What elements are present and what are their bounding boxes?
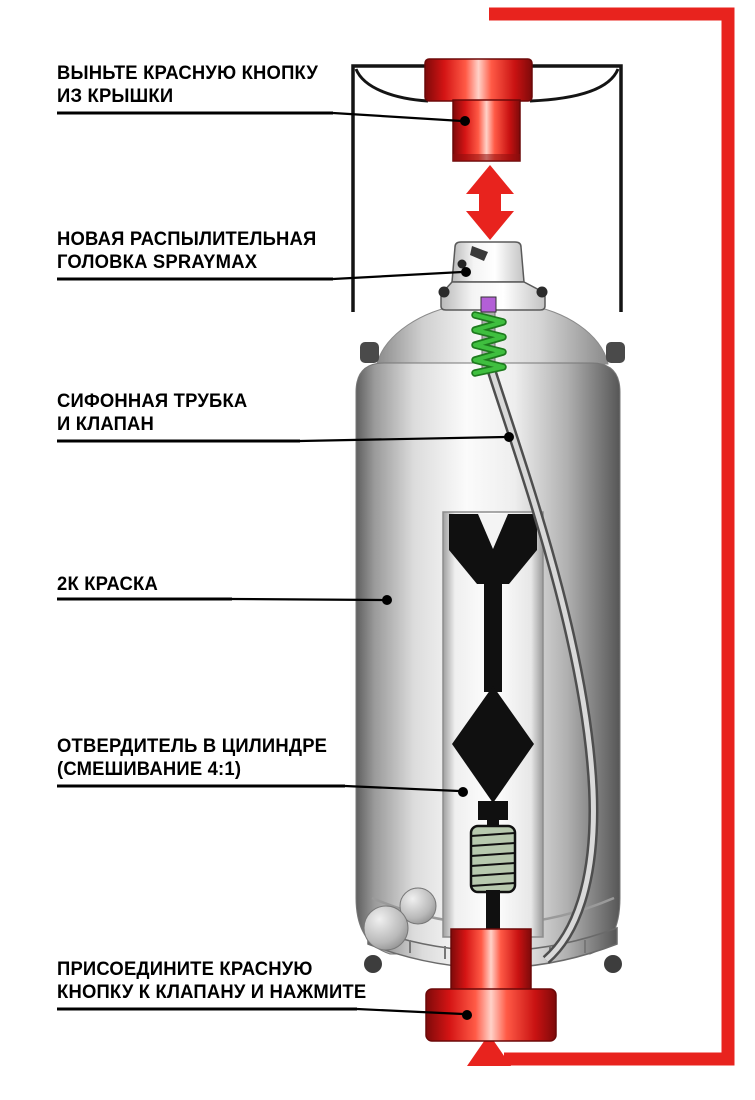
label-line: ГОЛОВКА SPRAYMAX: [57, 252, 258, 273]
plunger-spring: [469, 824, 517, 894]
leader-hardener: [57, 784, 468, 797]
nozzle-hole: [457, 259, 467, 269]
valve-seal: [480, 296, 497, 313]
label-line: И КЛАПАН: [57, 414, 155, 435]
label-line: (СМЕШИВАНИЕ 4:1): [57, 759, 242, 780]
double-vertical-arrow-icon: [466, 165, 514, 240]
label-line: ВЫНЬТЕ КРАСНУЮ КНОПКУ: [57, 63, 319, 84]
leader-remove-button: [57, 111, 470, 126]
leader-paint: [57, 595, 392, 605]
label-line: ПРИСОЕДИНИТЕ КРАСНУЮ: [57, 959, 313, 980]
leader-lines: [57, 111, 514, 1020]
hardener-cylinder: [449, 514, 537, 827]
cutaway-window: [442, 511, 544, 938]
crimp-tab-left: [360, 342, 379, 363]
valve-stem-bottom: [486, 890, 500, 938]
top-valve: [471, 309, 507, 377]
label-attach-button: ПРИСОЕДИНИТЕ КРАСНУЮ КНОПКУ К КЛАПАНУ И …: [57, 958, 366, 1004]
label-spray-head: НОВАЯ РАСПЫЛИТЕЛЬНАЯ ГОЛОВКА SPRAYMAX: [57, 228, 316, 274]
foot-right: [604, 955, 622, 973]
spray-head: [438, 241, 548, 313]
red-loop-arrow: [467, 7, 735, 1066]
mixing-balls: [363, 887, 437, 951]
siphon-tube: [487, 370, 599, 964]
label-line: СИФОННАЯ ТРУБКА: [57, 391, 248, 412]
red-button-top: [424, 58, 533, 162]
leader-spray-head: [57, 267, 471, 281]
label-line: 2К КРАСКА: [57, 574, 159, 595]
nozzle-slot: [470, 246, 488, 261]
label-hardener: ОТВЕРДИТЕЛЬ В ЦИЛИНДРЕ (СМЕШИВАНИЕ 4:1): [57, 735, 327, 781]
up-arrow-icon: [467, 1034, 511, 1066]
label-line: ОТВЕРДИТЕЛЬ В ЦИЛИНДРЕ: [57, 736, 328, 757]
red-button-bottom: [425, 928, 557, 1042]
crimp-tab-right: [606, 342, 625, 363]
green-spring: [473, 313, 505, 375]
label-remove-button: ВЫНЬТЕ КРАСНУЮ КНОПКУ ИЗ КРЫШКИ: [57, 62, 318, 108]
label-line: НОВАЯ РАСПЫЛИТЕЛЬНАЯ: [57, 229, 317, 250]
label-siphon-tube: СИФОННАЯ ТРУБКА И КЛАПАН: [57, 390, 247, 436]
label-line: ИЗ КРЫШКИ: [57, 86, 174, 107]
label-line: КНОПКУ К КЛАПАНУ И НАЖМИТЕ: [57, 982, 367, 1003]
label-paint: 2К КРАСКА: [57, 573, 158, 596]
leader-siphon-tube: [57, 432, 514, 443]
leader-attach-button: [57, 1007, 472, 1020]
foot-left: [364, 955, 382, 973]
